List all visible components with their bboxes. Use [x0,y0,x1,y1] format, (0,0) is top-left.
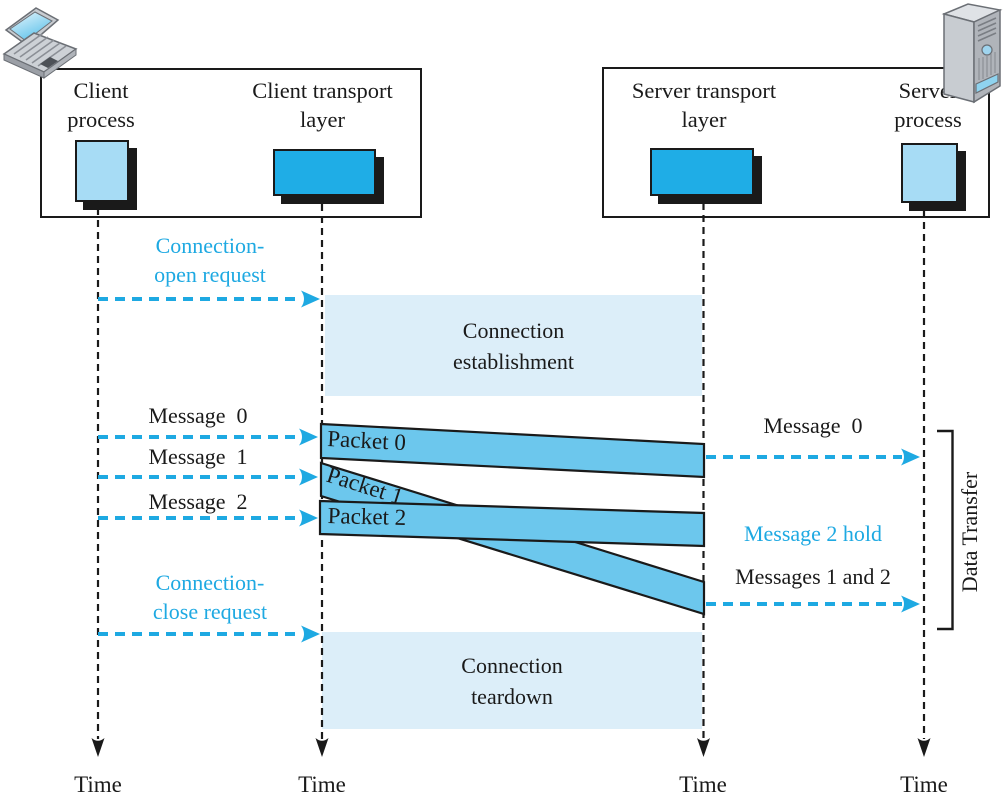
packet-0-label: Packet 0 [326,426,407,456]
message-0-label: Message 0 [148,403,248,428]
message-0-delivery-label: Message 0 [763,413,863,438]
laptop-icon [2,7,78,79]
messages-1-and-2-label: Messages 1 and 2 [735,564,891,589]
time-label-server-process: Time [900,772,948,797]
client-process-rect [75,140,129,202]
server-box [602,67,990,218]
message-0-arrow [98,428,318,446]
connection-close-request-arrow [98,625,320,643]
message-1-label: Message 1 [148,444,248,469]
server-process-rect [901,143,958,203]
message-2-hold-label: Message 2 hold [743,521,883,546]
client-box [40,68,422,218]
data-transfer-label: Data Transfer [957,471,982,593]
message-2-label: Message 2 [148,489,248,514]
server-transport-rect [650,148,754,196]
time-label-client-process: Time [74,772,122,797]
packet-0-band [319,422,706,479]
packet-2-label: Packet 2 [327,503,407,531]
client-transport-rect [273,149,376,196]
server-tower-icon [941,3,1003,104]
message-1-arrow [98,468,318,486]
server-transport-label: Server transport layer [631,78,777,132]
connection-open-request-arrow [98,290,320,308]
connection-teardown-region: Connection teardown [322,632,702,729]
client-process-label: Client process [67,78,135,132]
server-transport-timeline [697,203,710,757]
connection-close-request-label: Connection- close request [152,570,268,624]
connection-open-request-label: Connection- open request [154,233,266,287]
message-2-arrow [98,509,318,527]
data-transfer-bracket [937,429,954,631]
messages-1-and-2-delivery-arrow [706,595,920,613]
message-0-delivery-arrow [706,448,920,466]
time-label-client-transport: Time [298,772,346,797]
connection-establishment-region: Connection establishment [325,295,702,396]
time-label-server-transport: Time [679,772,727,797]
packet-2-band [318,499,706,548]
client-transport-label: Client transport layer [252,78,393,132]
connection-teardown-label: Connection teardown [461,652,563,709]
server-process-timeline [917,210,931,757]
client-process-timeline [91,208,105,757]
connection-establishment-label: Connection establishment [453,317,574,374]
